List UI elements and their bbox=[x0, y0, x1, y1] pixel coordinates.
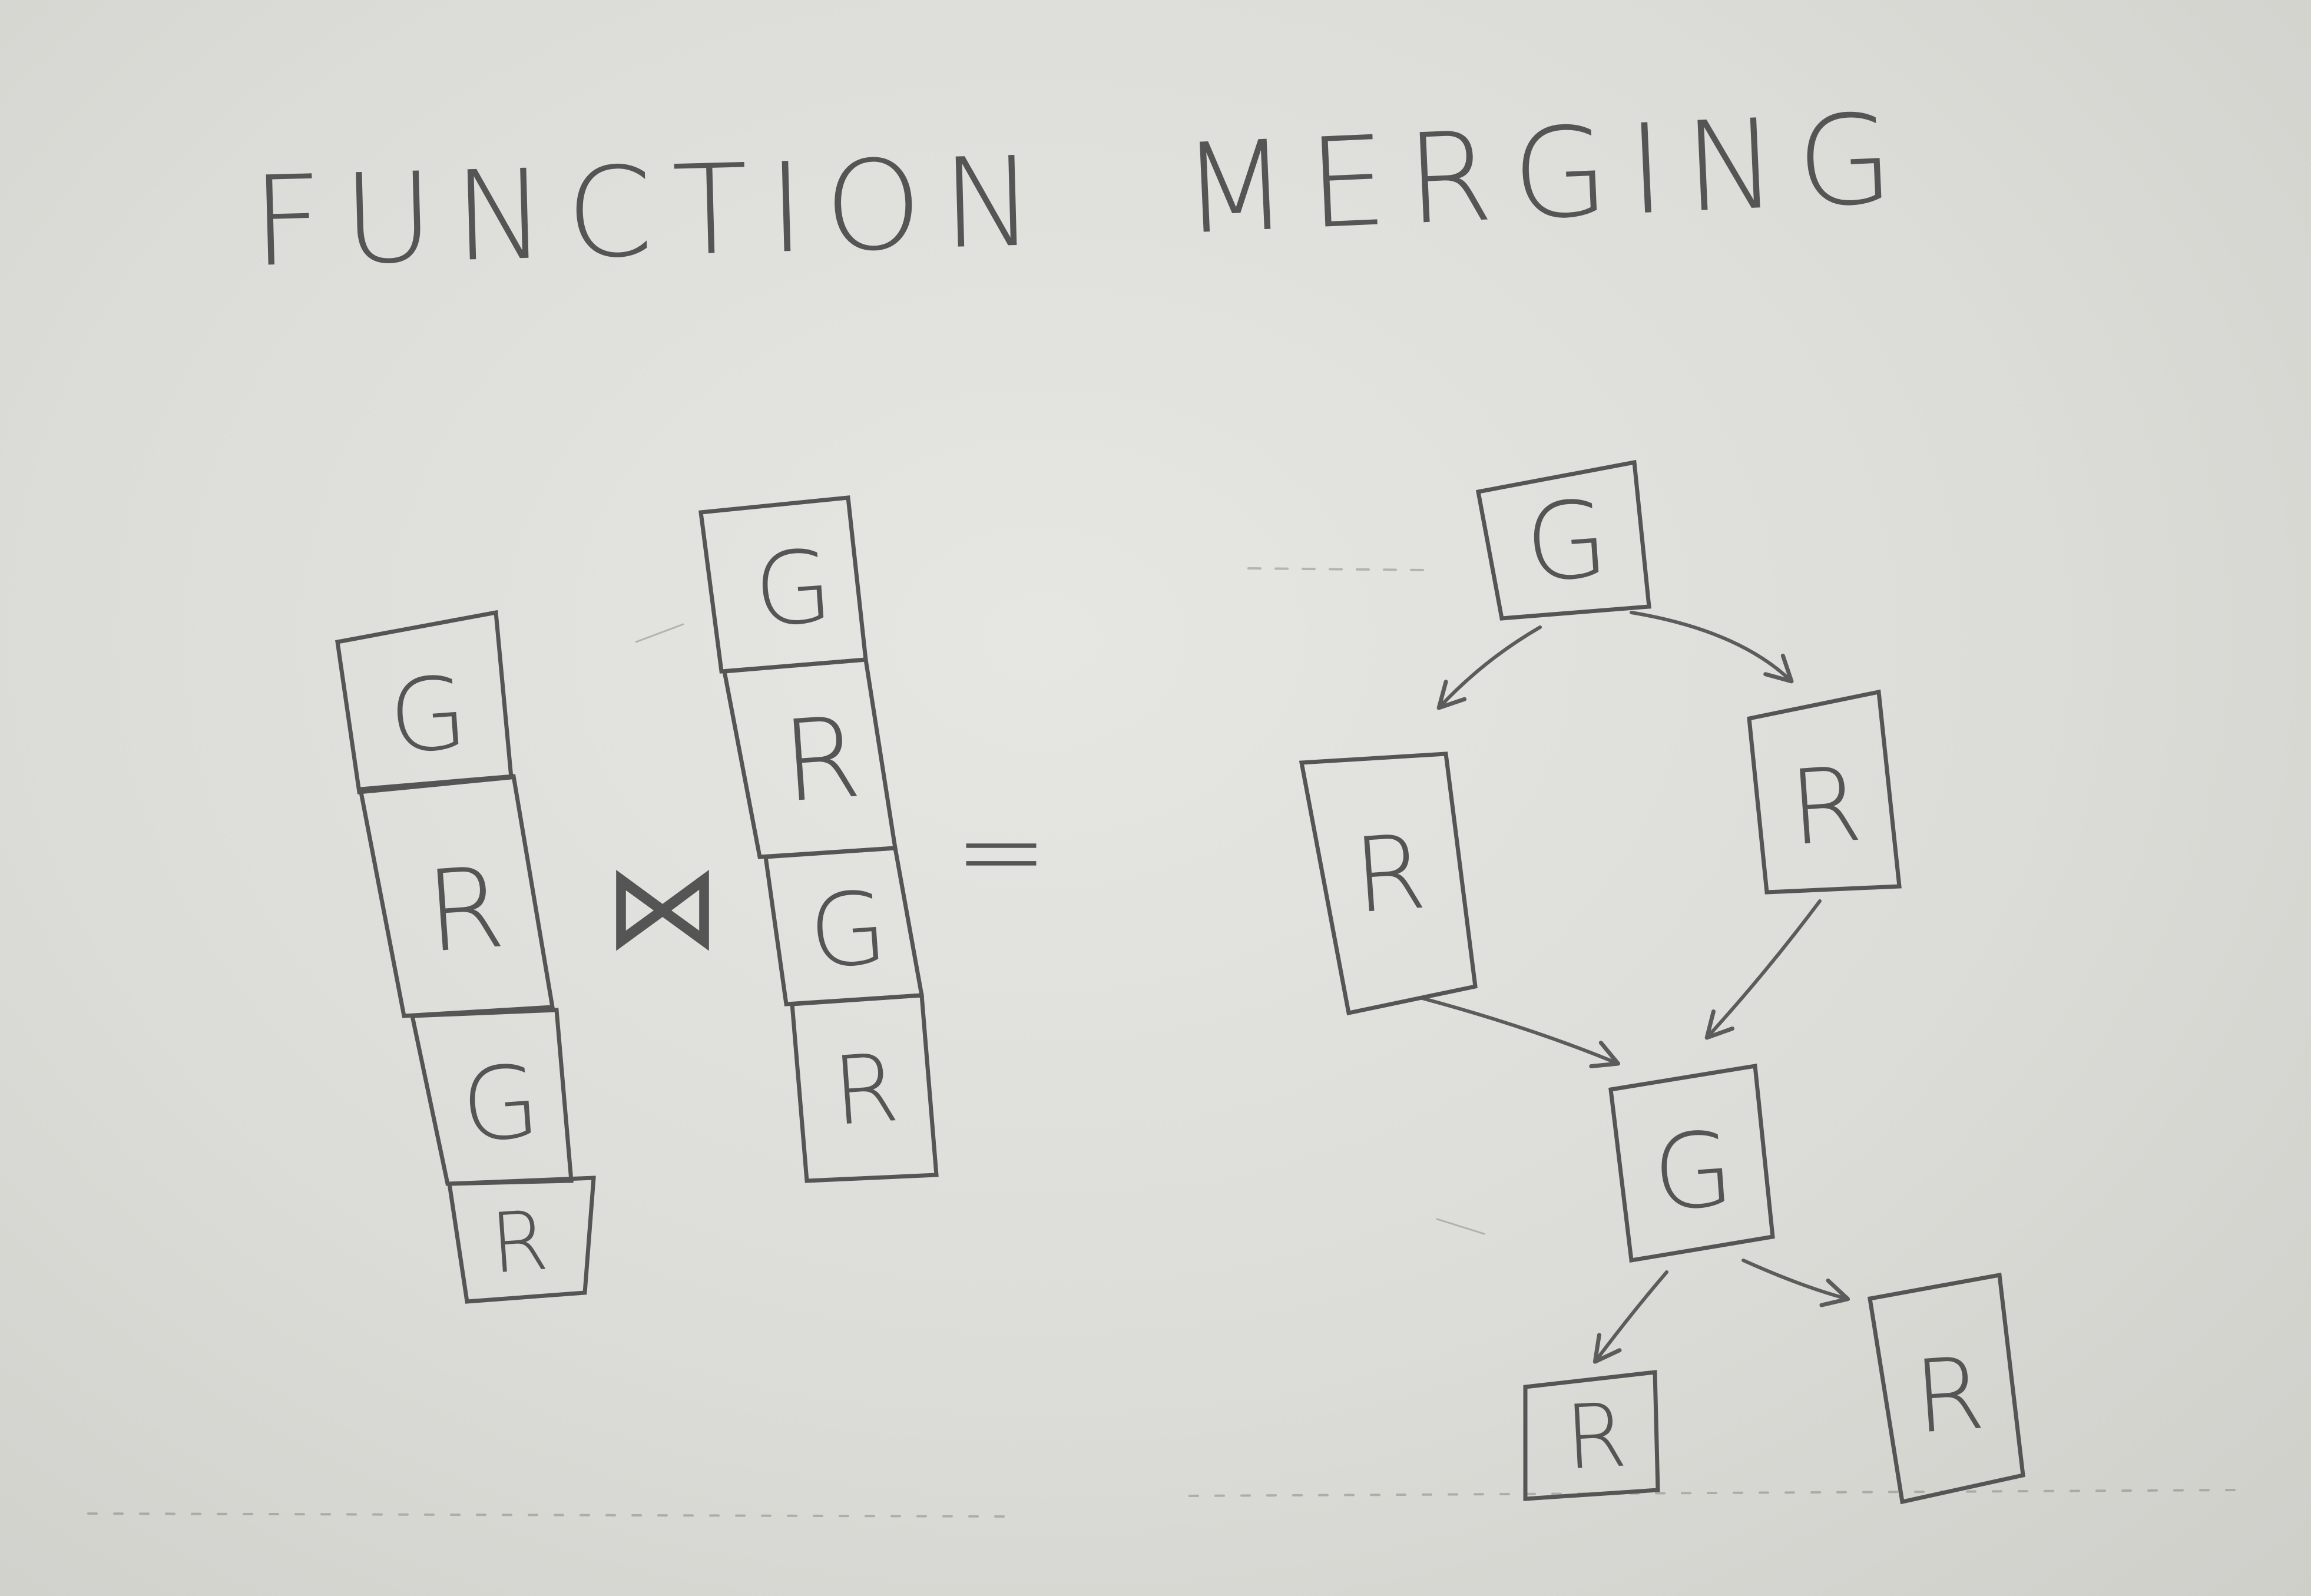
graph-node-middle: G bbox=[1608, 1063, 1775, 1263]
edge-middle-to-bottom-left bbox=[1592, 1270, 1668, 1364]
right-stack-label: R bbox=[778, 692, 865, 827]
right-stack-cell: R bbox=[721, 657, 898, 859]
graph-node-root: G bbox=[1475, 459, 1651, 621]
graph-node-label: R bbox=[1786, 745, 1865, 869]
right-stack-label: G bbox=[750, 528, 836, 650]
edge-left-to-middle bbox=[1421, 996, 1621, 1069]
right-stack-cell: R bbox=[790, 993, 939, 1183]
title-word-merging: MERGING bbox=[1178, 86, 1916, 262]
graph-node-right: R bbox=[1747, 689, 1902, 895]
merged-graph-edges bbox=[1421, 611, 1850, 1364]
graph-node-label: G bbox=[1521, 478, 1612, 606]
left-stack-cell: G bbox=[335, 610, 514, 794]
edge-middle-to-bottom-right bbox=[1741, 1259, 1850, 1307]
right-stack-label: G bbox=[805, 870, 890, 992]
paper-marks bbox=[87, 567, 2239, 1518]
right-function-stack: G R G R bbox=[698, 495, 939, 1183]
left-stack-label: G bbox=[458, 1044, 543, 1165]
graph-node-label: R bbox=[1350, 813, 1429, 937]
equals-sign: = bbox=[954, 786, 1048, 916]
left-function-stack: G R G R bbox=[335, 610, 596, 1304]
left-stack-cell: R bbox=[446, 1176, 596, 1304]
right-stack-label: R bbox=[829, 1032, 902, 1147]
join-operator: ⋈ bbox=[604, 839, 721, 976]
graph-node-bottom-left: R bbox=[1523, 1370, 1660, 1501]
edge-root-to-right bbox=[1630, 611, 1794, 684]
graph-node-label: R bbox=[1562, 1384, 1629, 1489]
left-stack-label: G bbox=[385, 655, 471, 777]
left-stack-label: R bbox=[422, 842, 508, 978]
title-word-function: FUNCTION bbox=[250, 129, 1057, 294]
graph-node-left: R bbox=[1299, 751, 1478, 1016]
merged-graph-nodes: G R R G R R bbox=[1299, 459, 2025, 1505]
title: FUNCTION MERGING bbox=[250, 86, 1916, 294]
graph-node-label: R bbox=[1911, 1335, 1988, 1456]
left-stack-cell: R bbox=[357, 774, 555, 1018]
edge-root-to-left bbox=[1436, 625, 1542, 710]
graph-node-bottom-right: R bbox=[1868, 1272, 2025, 1505]
left-stack-label: R bbox=[488, 1193, 551, 1292]
graph-node-label: G bbox=[1649, 1110, 1737, 1234]
right-stack-cell: G bbox=[698, 495, 868, 674]
edge-right-to-middle bbox=[1704, 899, 1822, 1040]
right-stack-cell: G bbox=[763, 846, 925, 1006]
left-stack-cell: G bbox=[409, 1008, 574, 1186]
